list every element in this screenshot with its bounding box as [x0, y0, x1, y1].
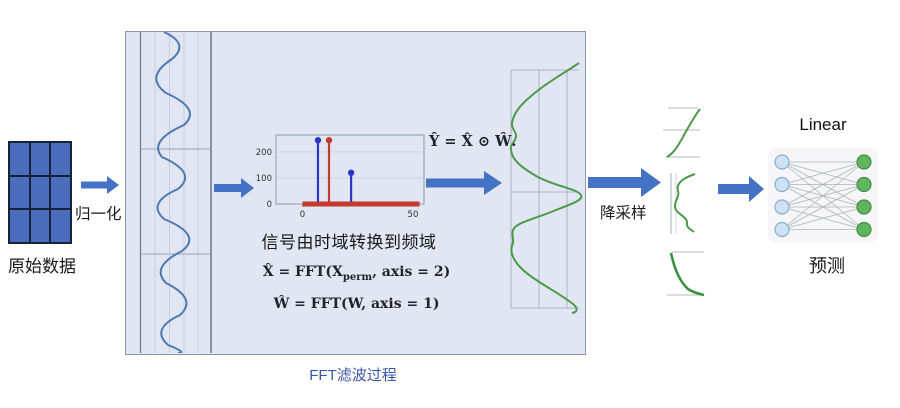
panel-waves-svg: [139, 32, 583, 353]
grid-cell: [51, 176, 70, 209]
grid-cell: [51, 210, 70, 242]
fft-stem-chart-svg: 0 100 200 0 50: [256, 134, 425, 220]
linear-layer-svg: [774, 154, 872, 238]
normalize-arrow-icon: [81, 176, 119, 194]
grid-cell: [10, 143, 29, 175]
downsampled-wave-1: [663, 107, 701, 158]
fft-process-panel: 0 100 200 0 50 信号由时域转换到频域 Ŷ = X̂ ⊙ Ŵ. X̂ = F…: [125, 31, 586, 355]
time-domain-grid: [139, 32, 212, 353]
time-domain-wave: [155, 32, 191, 353]
frequency-domain-grid: [510, 69, 579, 309]
raw-data-label: 原始数据: [8, 257, 76, 276]
formula-elementwise: Ŷ = X̂ ⊙ Ŵ.: [429, 133, 517, 150]
svg-text:100: 100: [256, 174, 272, 184]
grid-cell: [30, 210, 50, 242]
fft-stem-chart: 0 100 200 0 50: [252, 132, 434, 226]
arrow-to-fft-icon: [214, 178, 254, 198]
svg-text:200: 200: [256, 148, 272, 158]
arrow-to-linear-icon: [718, 176, 764, 202]
linear-layer-panel: [768, 148, 878, 242]
grid-cell: [10, 210, 29, 242]
grid-cell: [10, 176, 29, 209]
normalize-label: 归一化: [75, 206, 122, 223]
formula-fft-block: X̂ = FFT(Xperm, axis = 2) Ŵ = FFT(W, axi…: [254, 259, 459, 317]
fft-process-caption: FFT滤波过程: [309, 367, 397, 384]
downsample-arrow-icon: [588, 168, 661, 197]
formula-fft-w: Ŵ = FFT(W, axis = 1): [273, 295, 440, 312]
downsample-label: 降采样: [600, 205, 647, 222]
arrow-to-timedomain-icon: [426, 171, 502, 195]
grid-cell: [30, 176, 50, 209]
svg-text:0: 0: [267, 200, 272, 210]
svg-text:50: 50: [408, 210, 419, 220]
grid-cell: [51, 143, 70, 175]
stem-chart-caption: 信号由时域转换到频域: [261, 233, 437, 252]
formula-fft-x: X̂ = FFT(Xperm, axis = 2): [262, 264, 451, 283]
filtered-wave: [509, 62, 583, 314]
downsampled-wave-3: [667, 251, 705, 297]
linear-title: Linear: [799, 115, 847, 134]
downsampled-wave-2: [670, 173, 696, 234]
grid-cell: [30, 143, 50, 175]
raw-data-grid: [8, 141, 72, 244]
svg-text:0: 0: [300, 210, 305, 220]
predict-label: 预测: [809, 256, 845, 276]
